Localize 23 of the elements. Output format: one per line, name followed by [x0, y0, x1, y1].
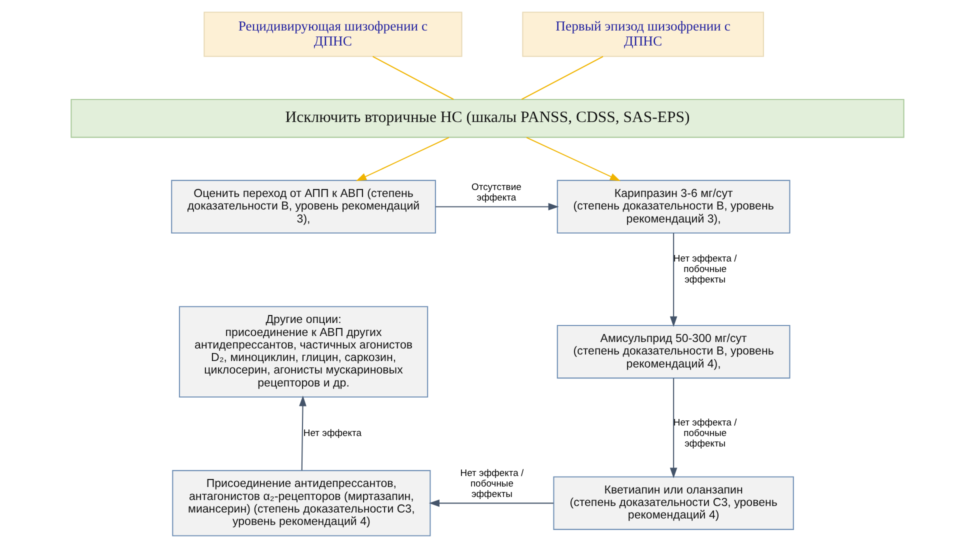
node-box: Присоединение антидепрессантов, антагонистов α₂-рецепторов (миртазапин, миансерин) (степень доказательности С3, уровень рекомендаций 4) — [172, 470, 430, 536]
edge-label: Нет эффекта / побочные эффекты — [672, 254, 736, 286]
arrow — [669, 378, 677, 478]
node-box: Рецидивирующая шизофрении с ДПНС — [203, 12, 462, 57]
node-box: Оценить переход от АПП к АВП (степень доказательности В, уровень рекомендаций 3), — [170, 180, 436, 234]
arrow — [355, 137, 449, 182]
node-box: Первый эпизод шизофрении с ДПНС — [522, 12, 764, 57]
node-box: Другие опции: присоединение к АВП других антидепрессантов, частичных агонистов D₂, миноциклин, глицин, саркозин, циклосерин, агонисты мускариновых рецепторов и др. — [178, 306, 428, 398]
arrow — [669, 233, 677, 327]
edge-label: Нет эффекта / побочные эффекты — [460, 468, 524, 500]
connector — [372, 56, 454, 100]
edge-label: Нет эффекта — [302, 428, 361, 440]
node-box: Амисульприд 50-300 мг/сут (степень доказательности В, уровень рекомендаций 4), — [556, 324, 790, 379]
node-box: Исключить вторичные НС (шкалы PANSS, CDSS, SAS-EPS) — [70, 98, 904, 138]
arrow — [298, 396, 306, 470]
edge-label: Нет эффекта / побочные эффекты — [672, 418, 736, 450]
node-box: Кветиапин или оланзапин (степень доказательности С3, уровень рекомендаций 4) — [552, 476, 794, 530]
node-box: Карипразин 3-6 мг/сут (степень доказательности В, уровень рекомендаций 3), — [556, 180, 790, 234]
arrow — [435, 203, 558, 210]
edge-label: Отсутствие эффекта — [471, 182, 521, 204]
connector — [520, 56, 603, 100]
arrow — [428, 499, 553, 507]
arrow — [526, 137, 620, 182]
